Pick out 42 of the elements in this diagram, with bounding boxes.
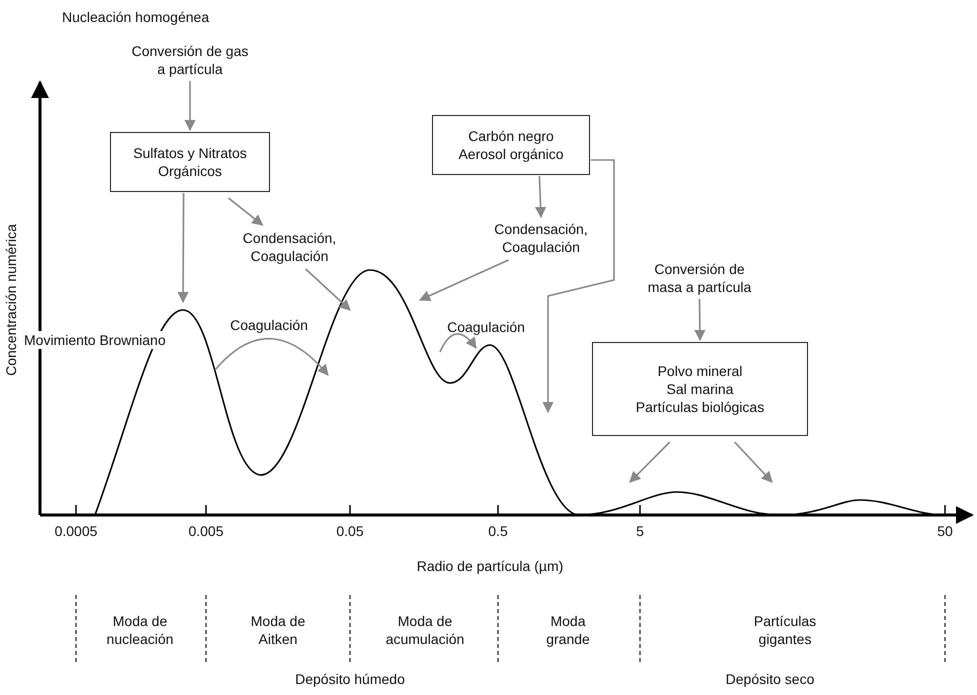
arrow	[535, 176, 546, 218]
annotation-text: Coagulación	[229, 316, 309, 334]
note-text: Nucleación homogénea	[62, 8, 210, 26]
box-text: Partículas biológicas	[636, 398, 764, 416]
arrow	[228, 197, 264, 226]
arrow	[542, 159, 615, 414]
tick-label: 0.05	[335, 522, 365, 540]
annotation-text: Condensación, Coagulación	[242, 229, 338, 265]
annotation-text: Condensación, Coagulación	[493, 220, 589, 256]
arrow	[305, 268, 351, 311]
axis-title: Concentración numérica	[2, 223, 20, 378]
mode-label: Moda de acumulación	[384, 612, 466, 648]
box-text: Sal marina	[666, 380, 734, 398]
arrow	[177, 193, 189, 304]
box-text: Polvo mineral	[658, 362, 742, 380]
tick-label: 0.005	[187, 522, 225, 540]
arrow	[629, 441, 670, 483]
mode-label: Moda de nucleación	[106, 612, 174, 648]
mode-label: Moda grande	[545, 612, 591, 648]
annotation-text: Conversión de gas a partícula	[130, 42, 250, 78]
box-text: Sulfatos y Nitratos Orgánicos	[132, 144, 248, 180]
annotation-text: Coagulación	[446, 318, 526, 336]
arrow	[418, 259, 509, 301]
annotation-text: Movimiento Browniano	[24, 331, 166, 349]
box-text: Aerosol orgánico	[458, 145, 564, 163]
mode-label: Partículas gigantes	[752, 612, 818, 648]
tick-label: 0.5	[487, 522, 509, 540]
arrow	[734, 441, 773, 483]
arrow	[694, 298, 706, 342]
box-text: Carbón negro	[468, 127, 554, 145]
tick-label: 50	[936, 522, 954, 540]
tick-label: 5	[635, 522, 645, 540]
note-text: Depósito húmedo	[294, 670, 406, 688]
arrow	[184, 81, 196, 132]
label-box	[592, 342, 808, 436]
annotation-text: Conversión de masa a partícula	[646, 260, 752, 296]
mode-label: Moda de Aitken	[250, 612, 306, 648]
axis-title: Radio de partícula (µm)	[416, 557, 564, 575]
label-box	[110, 132, 270, 192]
tick-label: 0.0005	[54, 522, 98, 540]
note-text: Depósito seco	[724, 670, 816, 688]
label-box	[432, 115, 590, 175]
